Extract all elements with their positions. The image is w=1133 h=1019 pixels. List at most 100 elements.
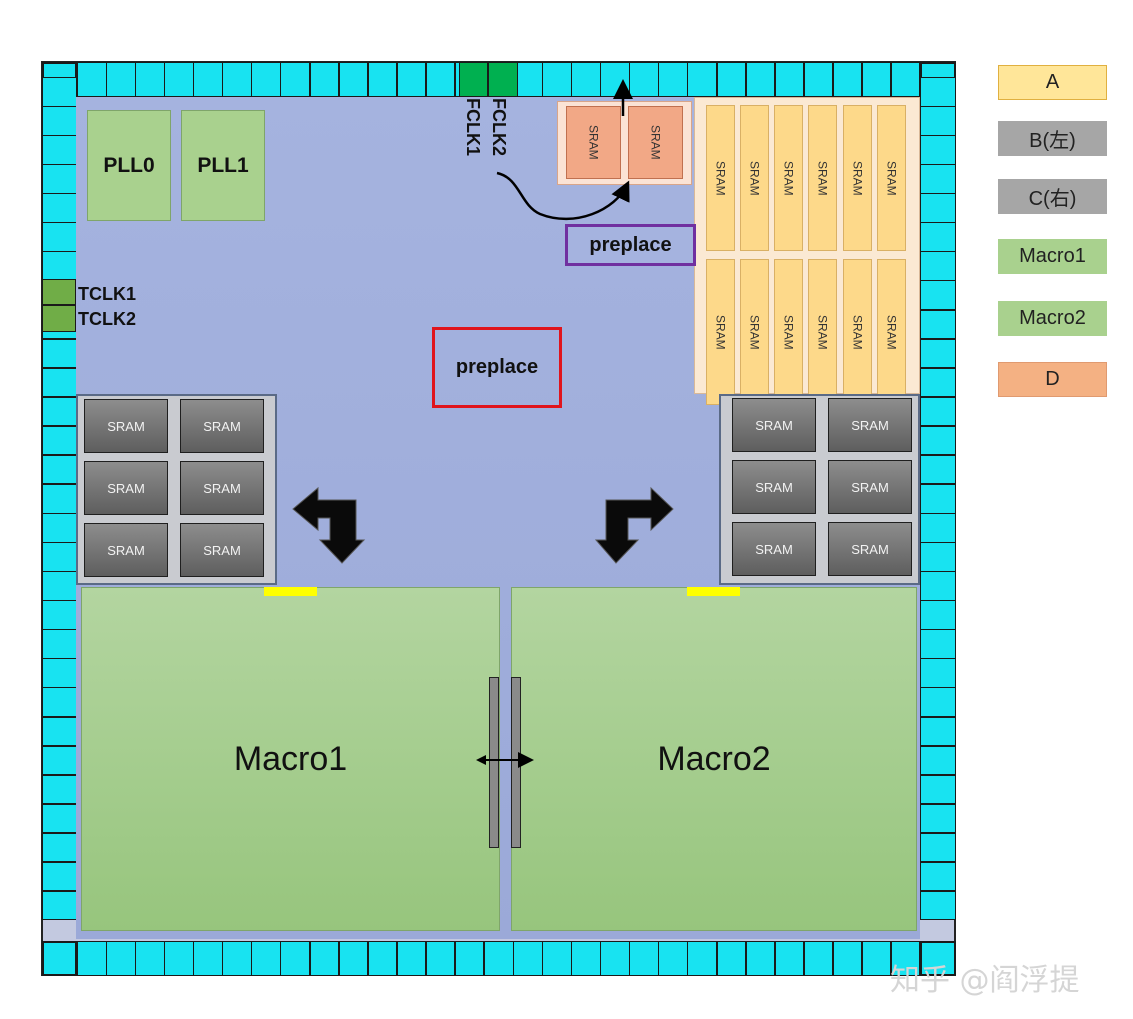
io-pad [920,396,956,427]
preplace-box-purple: preplace [565,224,696,266]
d-sram-1-label: SRAM [586,125,601,160]
io-pad [42,106,77,136]
tclk1-label: TCLK1 [78,284,136,304]
c-sram-label: SRAM [755,479,793,495]
io-pad [542,62,572,97]
b-sram-label: SRAM [203,418,241,434]
b-sram: SRAM [180,461,264,515]
io-pad [42,687,77,717]
legend-label: C(右) [1028,188,1077,210]
io-pad [920,542,956,572]
io-pad [920,193,956,223]
io-pad [920,309,956,340]
a-sram: SRAM [877,105,906,251]
tclk2-label: TCLK2 [78,309,136,329]
macro2-label: Macro2 [657,739,771,778]
legend-label: Macro2 [1019,307,1086,329]
c-sram-label: SRAM [851,479,889,495]
io-pad [861,941,892,976]
b-sram-label: SRAM [203,480,241,496]
io-pad [920,774,956,805]
io-pad [42,542,77,572]
a-sram: SRAM [706,105,735,251]
tclk2-pad [42,305,76,332]
io-pad [483,941,514,976]
io-pad [920,135,956,165]
io-pad [367,62,398,97]
macro1-label: Macro1 [233,739,348,778]
b-sram-label: SRAM [107,480,145,496]
legend-item: A [998,65,1107,100]
a-sram: SRAM [843,105,872,251]
a-sram-label: SRAM [815,314,830,350]
io-pad [803,941,834,976]
fclk1-label: FCLK1 [463,98,483,156]
io-pad [600,941,630,976]
channel-arrow-left-head [476,755,486,765]
io-pad [338,62,369,97]
c-sram: SRAM [828,398,912,452]
io-pad [571,941,601,976]
legend-item: Macro1 [998,239,1107,274]
io-pad [42,454,77,485]
io-pad [222,941,252,976]
b-sram-label: SRAM [203,542,241,558]
io-corner-pad [920,941,956,976]
io-pad [164,941,194,976]
a-sram-label: SRAM [850,160,865,196]
a-sram: SRAM [706,259,735,405]
left-bent-arrow [292,486,366,564]
io-pad [280,941,311,976]
d-sram-2: SRAM [628,106,683,179]
d-sram-1: SRAM [566,106,621,179]
tclk1-pad [42,279,76,305]
io-pad [920,832,956,863]
io-pad [920,890,956,921]
io-pad [396,941,427,976]
io-pad [425,62,456,97]
c-sram: SRAM [732,398,816,452]
macro1-pin-marker [264,587,317,596]
legend-item: D [998,362,1107,397]
a-sram-label: SRAM [815,160,830,196]
c-sram-label: SRAM [851,541,889,557]
fclk2-label: FCLK2 [489,98,509,156]
io-pad [920,280,956,311]
io-pad [920,367,956,398]
c-sram-label: SRAM [851,417,889,433]
b-sram-label: SRAM [107,542,145,558]
a-sram: SRAM [774,105,803,251]
io-pad [920,222,956,252]
a-sram-label: SRAM [884,160,899,196]
legend-label: D [1045,368,1060,390]
a-sram-label: SRAM [884,314,899,350]
preplace-box-red: preplace [432,327,562,408]
io-pad [920,861,956,892]
a-sram-label: SRAM [713,314,728,350]
io-pad [425,941,456,976]
pll1-label: PLL1 [197,153,249,177]
legend-label: A [1045,71,1060,93]
c-sram-label: SRAM [755,417,793,433]
a-sram-label: SRAM [781,160,796,196]
c-sram-label: SRAM [755,541,793,557]
io-pad [774,941,805,976]
io-pad [890,62,921,97]
io-pad [571,62,601,97]
c-sram: SRAM [828,460,912,514]
a-sram-label: SRAM [850,314,865,350]
io-pad [920,483,956,514]
io-pad [542,941,572,976]
io-pad [920,77,956,107]
io-pad [745,941,776,976]
io-pad [774,62,805,97]
io-pad [513,941,543,976]
preplace-label-red: preplace [455,356,539,378]
legend-label: Macro1 [1019,245,1086,267]
io-pad [42,890,77,921]
fclk1-pad [459,62,488,97]
io-pad [42,367,77,398]
io-pad [280,62,311,97]
io-pad [42,483,77,514]
